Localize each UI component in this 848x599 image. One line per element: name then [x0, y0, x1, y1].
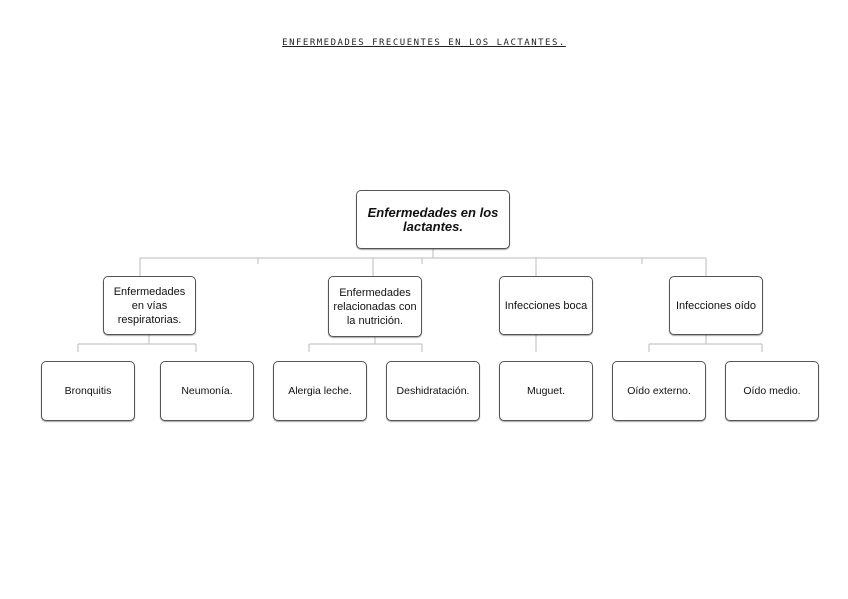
leaf-node-alergia-leche: Alergia leche. [273, 361, 367, 421]
page-title: ENFERMEDADES FRECUENTES EN LOS LACTANTES… [0, 38, 848, 48]
category-node-nutrition: Enfermedades relacionadas con la nutrici… [328, 276, 422, 337]
leaf-node-bronquitis: Bronquitis [41, 361, 135, 421]
leaf-node-muguet: Muguet. [499, 361, 593, 421]
category-label: Enfermedades en vías respiratorias. [113, 285, 186, 326]
leaf-label: Deshidratación. [396, 385, 470, 397]
leaf-label: Muguet. [527, 385, 565, 397]
leaf-label: Oído medio. [743, 385, 801, 397]
page-title-text: ENFERMEDADES FRECUENTES EN LOS LACTANTES… [282, 38, 566, 48]
leaf-node-neumonia: Neumonía. [160, 361, 254, 421]
leaf-label: Bronquitis [64, 385, 112, 397]
category-label: Infecciones oído [675, 299, 757, 312]
category-label: Infecciones boca [504, 299, 588, 312]
leaf-node-deshidratacion: Deshidratación. [386, 361, 480, 421]
leaf-label: Oído externo. [627, 385, 691, 397]
leaf-node-oido-externo: Oído externo. [612, 361, 706, 421]
leaf-label: Alergia leche. [288, 385, 352, 397]
category-node-ear: Infecciones oído [669, 276, 763, 335]
category-node-respiratory: Enfermedades en vías respiratorias. [103, 276, 196, 335]
leaf-node-oido-medio: Oído medio. [725, 361, 819, 421]
category-node-mouth: Infecciones boca [499, 276, 593, 335]
category-label: Enfermedades relacionadas con la nutrici… [333, 286, 417, 327]
root-node-label: Enfermedades en los lactantes. [367, 204, 499, 234]
root-node: Enfermedades en los lactantes. [356, 190, 510, 249]
leaf-label: Neumonía. [181, 385, 233, 397]
